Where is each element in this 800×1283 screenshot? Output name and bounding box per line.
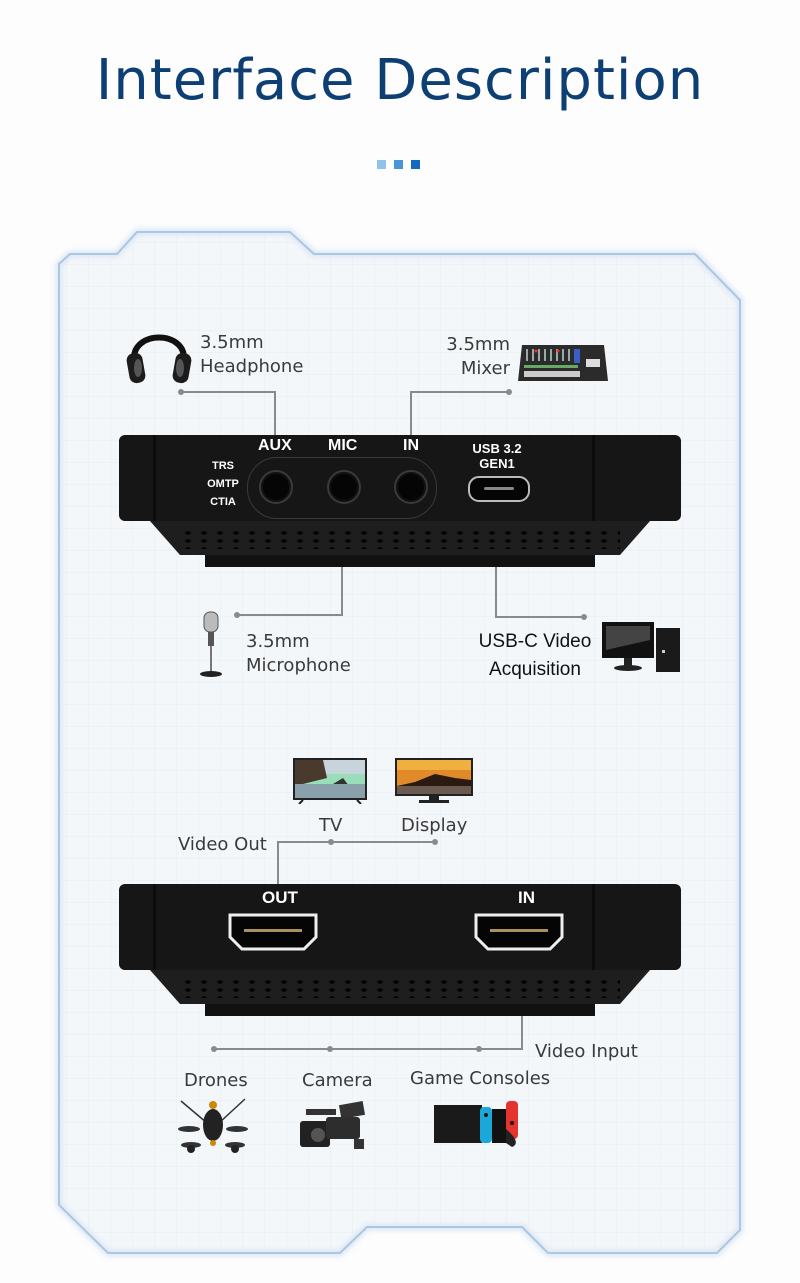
device-base <box>205 555 595 567</box>
video-out-label: Video Out <box>178 834 267 855</box>
decoration-dot <box>377 160 386 169</box>
microphone-icon <box>200 611 222 677</box>
headphone-label: 3.5mm Headphone <box>200 331 303 379</box>
page-title: Interface Description <box>95 48 705 113</box>
decoration-dot <box>411 160 420 169</box>
camera-label: Camera <box>302 1070 373 1091</box>
aux-jack[interactable] <box>259 470 293 504</box>
game-console-icon <box>434 1101 518 1147</box>
mixer-label: 3.5mm Mixer <box>420 333 510 381</box>
usbc-label-line2: Acquisition <box>489 659 581 680</box>
drone-icon <box>178 1098 248 1153</box>
usb-c-port[interactable] <box>468 476 530 502</box>
usb-label-line1: USB 3.2 <box>472 441 522 456</box>
mixer-label-line1: 3.5mm <box>446 334 510 355</box>
device-base-back <box>205 1004 595 1016</box>
mixer-label-line2: Mixer <box>460 358 510 379</box>
headphone-label-line2: Headphone <box>200 356 304 377</box>
usb-label-line2: GEN1 <box>479 456 515 471</box>
device-vent-grille <box>150 521 650 555</box>
usbc-acquisition-label: USB-C Video Acquisition <box>470 628 600 684</box>
microphone-label-line1: 3.5mm <box>246 631 310 652</box>
hdmi-out-port[interactable] <box>226 911 320 953</box>
game-consoles-label: Game Consoles <box>410 1068 551 1089</box>
standard-label-omtp: OMTP <box>207 478 239 490</box>
mic-jack[interactable] <box>327 470 361 504</box>
device-vent-grille-back <box>150 970 650 1004</box>
capture-device-back <box>119 884 681 970</box>
hdmi-in-port[interactable] <box>472 911 566 953</box>
video-input-label: Video Input <box>535 1041 638 1062</box>
line-in-jack[interactable] <box>394 470 428 504</box>
decoration-dot <box>394 160 403 169</box>
tv-label: TV <box>319 815 343 836</box>
port-label-mic: MIC <box>328 437 358 454</box>
usbc-label-line1: USB-C Video <box>478 631 592 652</box>
camera-icon <box>300 1101 366 1149</box>
jack-bezel <box>247 457 437 519</box>
mixer-icon <box>518 345 608 381</box>
standard-label-ctia: CTIA <box>210 496 236 508</box>
jack-standard-labels: TRS OMTP CTIA <box>207 457 239 511</box>
monitor-icon <box>395 758 473 803</box>
port-label-in: IN <box>403 437 419 454</box>
drones-label: Drones <box>184 1070 248 1091</box>
tv-icon <box>293 758 367 804</box>
title-decoration <box>377 160 420 169</box>
microphone-label: 3.5mm Microphone <box>246 630 351 678</box>
port-label-usb: USB 3.2 GEN1 <box>462 441 532 471</box>
connector-dots <box>178 389 587 1052</box>
port-label-hdmi-in: IN <box>518 888 535 907</box>
headphone-icon <box>126 334 192 384</box>
display-label: Display <box>401 815 468 836</box>
standard-label-trs: TRS <box>212 460 234 472</box>
computer-icon <box>602 622 680 672</box>
headphone-label-line1: 3.5mm <box>200 332 264 353</box>
port-label-hdmi-out: OUT <box>262 888 298 907</box>
port-label-aux: AUX <box>258 437 292 454</box>
microphone-label-line2: Microphone <box>246 655 351 676</box>
